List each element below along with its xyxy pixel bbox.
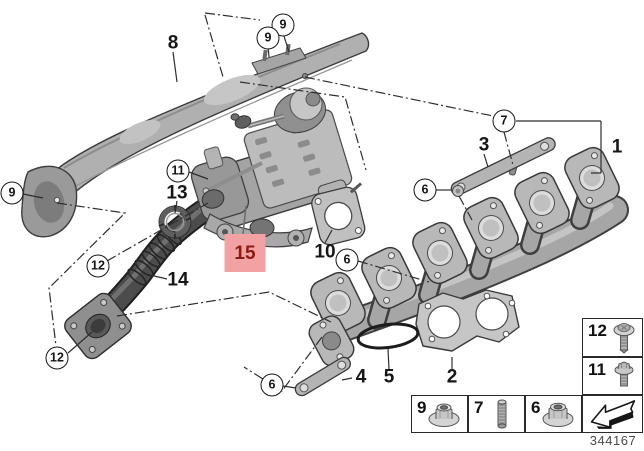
callout-13[interactable]: 13: [166, 182, 188, 204]
legend-label: 6: [531, 398, 541, 417]
egr-pipe-part: [64, 196, 220, 360]
callout-4[interactable]: 4: [355, 366, 367, 388]
callout-1[interactable]: 1: [611, 136, 623, 158]
callout-7[interactable]: 7: [492, 109, 516, 133]
callout-9-top-b[interactable]: 9: [256, 26, 280, 50]
flange-nut-icon: [428, 403, 460, 427]
nut-hole: [455, 188, 461, 194]
legend-box-11[interactable]: 11: [582, 357, 643, 395]
callout-15-highlight[interactable]: 15: [224, 234, 266, 272]
callout-6-lower[interactable]: 6: [260, 373, 284, 397]
diagram-number: 344167: [589, 433, 637, 448]
legend-label: 12: [588, 321, 607, 340]
legend-box-9[interactable]: 9: [411, 395, 468, 433]
heat-shield-part: [21, 32, 370, 238]
callout-2[interactable]: 2: [446, 366, 458, 388]
legend-box-7[interactable]: 7: [468, 395, 525, 433]
clamp-ring-part: [158, 205, 192, 239]
support-bracket-part: [450, 137, 556, 196]
legend-box-12[interactable]: 12: [582, 318, 643, 357]
callout-5[interactable]: 5: [383, 366, 395, 388]
flange-bolt-icon: [614, 361, 634, 387]
egr-gasket-part: [311, 182, 366, 246]
o-ring-part: [356, 322, 420, 350]
direction-arrow-icon: [590, 400, 636, 429]
callout-8[interactable]: 8: [167, 32, 179, 54]
legend-label: 7: [474, 398, 484, 417]
callout-12-upper[interactable]: 12: [86, 254, 110, 278]
callout-11[interactable]: 11: [166, 159, 190, 183]
stud-icon: [497, 399, 507, 429]
legend-label: 9: [417, 398, 427, 417]
flange-bolt-icon: [613, 322, 635, 354]
manifold-gasket-part: [415, 289, 520, 352]
small-bracket-part: [294, 356, 352, 397]
callout-6-upper[interactable]: 6: [413, 178, 437, 202]
exhaust-manifold-part: [308, 146, 629, 367]
legend-label: 11: [588, 360, 606, 379]
legend-box-direction[interactable]: [582, 395, 643, 433]
callout-3[interactable]: 3: [478, 134, 490, 156]
legend-box-6[interactable]: 6: [525, 395, 582, 433]
callout-6-mid[interactable]: 6: [335, 248, 359, 272]
callout-10[interactable]: 10: [314, 241, 336, 263]
callout-9-left[interactable]: 9: [0, 181, 24, 205]
flange-nut-icon: [542, 402, 574, 427]
callout-12-lower[interactable]: 12: [45, 346, 69, 370]
callout-14[interactable]: 14: [167, 269, 189, 291]
